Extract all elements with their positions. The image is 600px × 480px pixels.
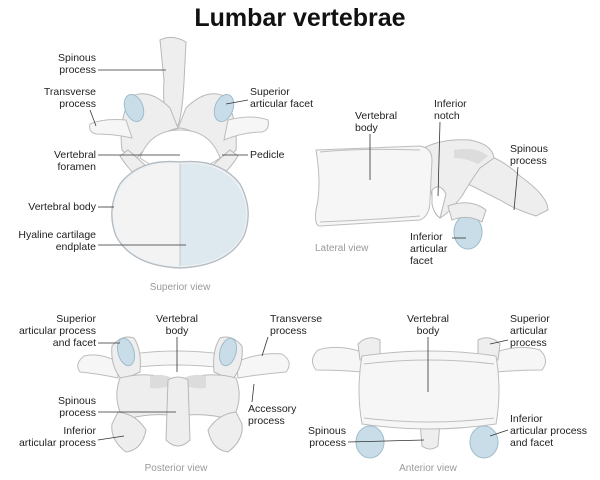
svg-text:Vertebral: Vertebral bbox=[355, 110, 397, 122]
label-posterior-spinous-process: Spinous process bbox=[58, 395, 176, 419]
superior-view-caption: Superior view bbox=[150, 282, 211, 293]
label-pedicle: Pedicle bbox=[222, 149, 285, 161]
label-vertebral-foramen: Vertebral foramen bbox=[54, 149, 180, 173]
svg-text:Accessory: Accessory bbox=[248, 403, 297, 415]
svg-text:Vertebral: Vertebral bbox=[156, 313, 198, 325]
superior-articular-facet-left bbox=[123, 93, 145, 123]
svg-text:process: process bbox=[510, 155, 547, 167]
posterior-superior-facet-left bbox=[116, 337, 136, 367]
svg-text:facet: facet bbox=[410, 255, 433, 267]
svg-text:process: process bbox=[309, 437, 346, 449]
svg-text:process: process bbox=[510, 337, 547, 349]
svg-text:and facet: and facet bbox=[53, 337, 96, 349]
svg-text:articular process: articular process bbox=[19, 325, 96, 337]
label-posterior-vertebral-body: Vertebral body bbox=[156, 313, 198, 372]
svg-text:process: process bbox=[59, 407, 96, 419]
label-posterior-inferior-articular-process: Inferior articular process bbox=[19, 425, 125, 449]
svg-text:articular process: articular process bbox=[19, 437, 96, 449]
svg-text:Vertebral body: Vertebral body bbox=[28, 201, 96, 213]
svg-text:body: body bbox=[355, 122, 379, 134]
anterior-view-caption: Anterior view bbox=[399, 463, 458, 474]
svg-text:Inferior: Inferior bbox=[434, 98, 467, 110]
label-inferior-notch: Inferior notch bbox=[434, 98, 467, 197]
svg-text:Superior: Superior bbox=[250, 86, 290, 98]
lateral-vertebral-body-shape bbox=[315, 145, 433, 227]
svg-text:articular process: articular process bbox=[510, 425, 587, 437]
svg-text:Inferior: Inferior bbox=[510, 413, 543, 425]
lateral-view-caption: Lateral view bbox=[315, 243, 369, 254]
label-anterior-inferior-articular: Inferior articular process and facet bbox=[489, 413, 587, 449]
svg-text:body: body bbox=[166, 325, 190, 337]
label-hyaline-cartilage-endplate: Hyaline cartilage endplate bbox=[18, 229, 186, 253]
label-anterior-vertebral-body: Vertebral body bbox=[407, 313, 449, 392]
svg-text:Superior: Superior bbox=[56, 313, 96, 325]
svg-text:foramen: foramen bbox=[57, 161, 96, 173]
svg-text:process: process bbox=[59, 64, 96, 76]
svg-text:endplate: endplate bbox=[56, 241, 96, 253]
svg-text:notch: notch bbox=[434, 110, 460, 122]
label-superior-vertebral-body: Vertebral body bbox=[28, 201, 114, 213]
anterior-view-illustration bbox=[312, 337, 546, 459]
svg-text:Vertebral: Vertebral bbox=[54, 149, 96, 161]
svg-text:Vertebral: Vertebral bbox=[407, 313, 449, 325]
svg-text:Transverse: Transverse bbox=[44, 86, 96, 98]
posterior-view-illustration bbox=[77, 336, 290, 453]
svg-text:process: process bbox=[270, 325, 307, 337]
lateral-view-illustration bbox=[315, 139, 549, 250]
svg-text:articular: articular bbox=[410, 243, 448, 255]
superior-view-illustration bbox=[89, 36, 269, 269]
label-superior-transverse-process: Transverse process bbox=[44, 86, 97, 127]
svg-text:Superior: Superior bbox=[510, 313, 550, 325]
svg-text:Spinous: Spinous bbox=[510, 143, 548, 155]
label-lateral-inferior-articular-facet: Inferior articular facet bbox=[410, 231, 466, 267]
label-lateral-spinous-process: Spinous process bbox=[510, 143, 548, 211]
label-anterior-spinous-process: Spinous process bbox=[308, 425, 425, 449]
svg-text:Inferior: Inferior bbox=[410, 231, 443, 243]
svg-text:Transverse: Transverse bbox=[270, 313, 322, 325]
label-superior-articular-facet: Superior articular facet bbox=[225, 86, 313, 110]
svg-text:process: process bbox=[248, 415, 285, 427]
label-accessory-process: Accessory process bbox=[248, 383, 297, 427]
svg-text:body: body bbox=[417, 325, 441, 337]
diagram-title: Lumbar vertebrae bbox=[194, 4, 405, 32]
svg-text:Spinous: Spinous bbox=[58, 52, 96, 64]
label-posterior-transverse-process: Transverse process bbox=[261, 313, 322, 357]
superior-articular-facet-right bbox=[213, 93, 235, 123]
posterior-view-caption: Posterior view bbox=[145, 463, 209, 474]
svg-text:Hyaline cartilage: Hyaline cartilage bbox=[18, 229, 96, 241]
anterior-inferior-facet-right bbox=[469, 425, 499, 459]
label-lateral-vertebral-body: Vertebral body bbox=[355, 110, 397, 180]
svg-text:Pedicle: Pedicle bbox=[250, 149, 285, 161]
anterior-vertebral-body-shape bbox=[358, 350, 500, 430]
svg-text:and facet: and facet bbox=[510, 437, 553, 449]
svg-text:articular: articular bbox=[510, 325, 548, 337]
svg-text:Spinous: Spinous bbox=[308, 425, 346, 437]
svg-text:Spinous: Spinous bbox=[58, 395, 96, 407]
svg-text:articular facet: articular facet bbox=[250, 98, 313, 110]
label-superior-spinous-process: Spinous process bbox=[58, 52, 166, 76]
svg-text:process: process bbox=[59, 98, 96, 110]
posterior-superior-facet-right bbox=[218, 337, 238, 367]
svg-text:Inferior: Inferior bbox=[63, 425, 96, 437]
label-posterior-superior-articular: Superior articular process and facet bbox=[19, 313, 120, 349]
label-anterior-superior-articular-process: Superior articular process bbox=[489, 313, 550, 349]
